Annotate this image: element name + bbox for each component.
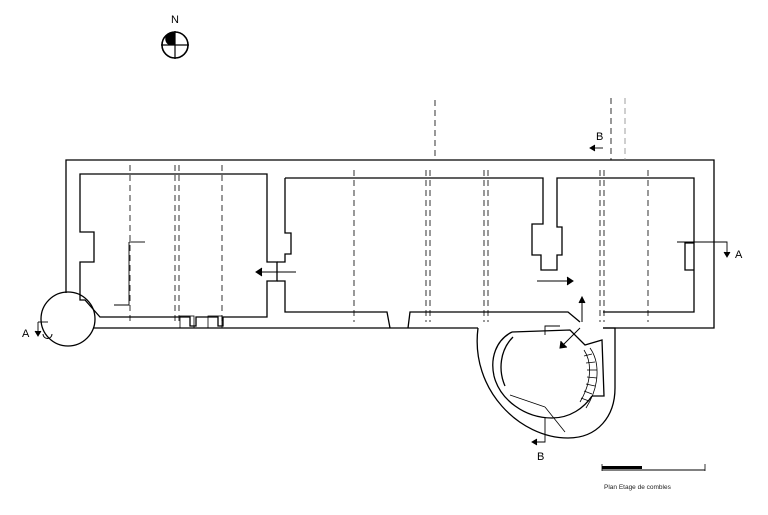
door-openings [179, 315, 408, 329]
arrow-icon [42, 267, 586, 349]
north-compass-icon [161, 31, 189, 59]
spiral-stair-steps [509, 347, 598, 433]
section-line-a [34, 241, 731, 337]
stair-tower [492, 329, 605, 419]
section-label-a-left: A [22, 328, 30, 340]
room-west [79, 173, 278, 327]
hidden-lines [129, 98, 649, 325]
compass-north-label: N [171, 14, 179, 26]
section-label-b-top: B [596, 131, 603, 143]
partition-marks [114, 241, 560, 335]
section-line-b [531, 144, 603, 446]
room-central [277, 177, 695, 329]
plan-caption: Plan Etage de combles [604, 484, 671, 491]
scale-bar-icon [601, 464, 706, 471]
outer-wall [40, 159, 715, 439]
section-label-a-right: A [735, 249, 743, 261]
section-label-b-bottom: B [537, 451, 544, 463]
